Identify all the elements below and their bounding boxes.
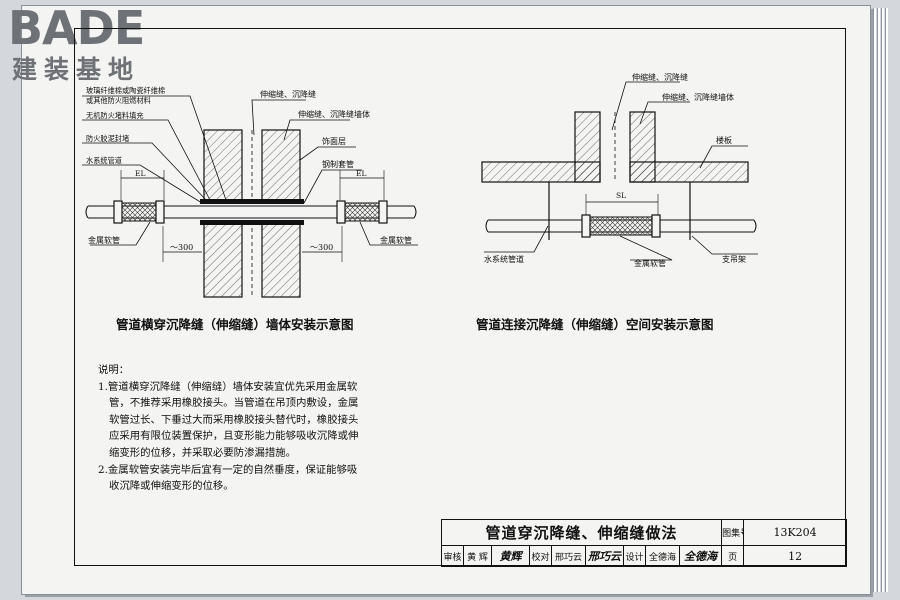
- label-joint: 伸缩缝、沉降缝: [260, 89, 316, 99]
- label-joint-wall: 伸缩缝、沉降缝墙体: [298, 109, 370, 119]
- sleeve-top: [200, 199, 304, 204]
- notes-heading: 说明：: [98, 364, 130, 376]
- drawing-sheet: [22, 6, 888, 594]
- left-diagram-title: 管道横穿沉降缝（伸缩缝）墙体安装示意图: [116, 317, 354, 332]
- page-label: 页: [721, 545, 745, 567]
- right-diagram-title: 管道连接沉降缝（伸缩缝）空间安装示意图: [476, 317, 714, 332]
- label-inorganic-fill: 无机防火堵料填充: [86, 111, 144, 120]
- review-label: 审核: [441, 545, 464, 567]
- label-hose-right-diagram: 金属软管: [634, 258, 666, 268]
- label-dist-right: ～300: [310, 243, 333, 252]
- notes-block: 说明： 1.管道横穿沉降缝（伸缩缝）墙体安装宜优先采用金属软 管，不推荐采用橡胶…: [98, 362, 408, 495]
- label-hanger: 支吊架: [722, 254, 746, 264]
- drawing-title: 管道穿沉降缝、伸缩缝做法: [440, 519, 723, 546]
- label-sl: SL: [616, 191, 626, 200]
- label-water-pipe-right: 水系统管道: [484, 254, 524, 264]
- label-water-pipe: 水系统管道: [86, 156, 122, 165]
- left-diagram: 玻璃纤维棉或陶瓷纤维棉 或其他防火阻燃材料 无机防火堵料填充 防火胶泥封堵 水系…: [82, 86, 418, 332]
- note-line: 收沉降或伸缩变形的位移。: [109, 480, 234, 493]
- design-label: 设计: [623, 545, 646, 567]
- checker-signature: 邢巧云: [585, 545, 624, 567]
- title-block: 管道穿沉降缝、伸缩缝做法 图集号 13K204 审核 黄 辉 黄辉 校对 邢巧云…: [440, 519, 848, 567]
- logo-subtitle-text: 建装基地: [12, 55, 140, 84]
- reviewer-signature: 黄辉: [491, 545, 530, 567]
- checker-name: 邢巧云: [551, 545, 586, 567]
- label-el-left: EL: [135, 169, 145, 178]
- floor-slab-right: [629, 161, 749, 183]
- sleeve-bottom: [200, 220, 304, 225]
- page-stack-edge: [877, 8, 880, 592]
- label-hose-left: 金属软管: [88, 235, 120, 245]
- label-dist-left: ～300: [170, 243, 193, 252]
- metal-hose: [589, 216, 653, 236]
- metal-hose-right: [344, 202, 380, 222]
- page-stack-edge: [873, 8, 876, 592]
- designer-signature: 全德海: [678, 545, 723, 567]
- label-fiber-fill-2: 或其他防火阻燃材料: [86, 96, 151, 105]
- label-fiber-fill-1: 玻璃纤维棉或陶瓷纤维棉: [86, 86, 165, 95]
- note-line: 软管过长、下垂过大而采用橡胶接头替代时，橡胶接头: [109, 413, 359, 426]
- metal-hose-left: [121, 202, 157, 222]
- page-stack-edge: [881, 8, 884, 592]
- reviewer-name: 黄 辉: [463, 545, 492, 567]
- right-diagram: 伸缩缝、沉降缝 伸缩缝、沉降缝墙体 楼板 SL 水系统管道 金属软管 支吊架 管…: [476, 72, 758, 332]
- note-line: 2.金属软管安装完毕后宜有一定的自然垂度，保证能够吸: [98, 463, 358, 476]
- label-steel-sleeve: 钢制套管: [322, 159, 354, 169]
- label-finish-layer: 饰面层: [322, 136, 346, 146]
- label-el-right: EL: [356, 169, 366, 178]
- note-line: 应采用有限位装置保护，且变形能力能够吸收沉降或伸: [109, 430, 359, 443]
- atlas-number: 13K204: [743, 519, 848, 546]
- atlas-label: 图集号: [721, 519, 745, 546]
- label-fire-sealant: 防火胶泥封堵: [86, 134, 129, 143]
- label-joint-wall-right: 伸缩缝、沉降缝墙体: [662, 92, 734, 102]
- page-number: 12: [743, 545, 848, 567]
- label-hose-right: 金属软管: [380, 235, 412, 245]
- note-line: 1.管道横穿沉降缝（伸缩缝）墙体安装宜优先采用金属软: [98, 380, 358, 393]
- designer-name: 全德海: [645, 545, 680, 567]
- check-label: 校对: [529, 545, 552, 567]
- label-floor-slab: 楼板: [716, 135, 732, 145]
- page-stack-edge: [885, 8, 888, 592]
- note-line: 缩变形的位移，并采取必要防渗漏措施。: [109, 446, 297, 459]
- note-line: 管，不推荐采用橡胶接头。当管道在吊顶内敷设，金属: [109, 397, 359, 410]
- label-joint-right: 伸缩缝、沉降缝: [632, 72, 688, 82]
